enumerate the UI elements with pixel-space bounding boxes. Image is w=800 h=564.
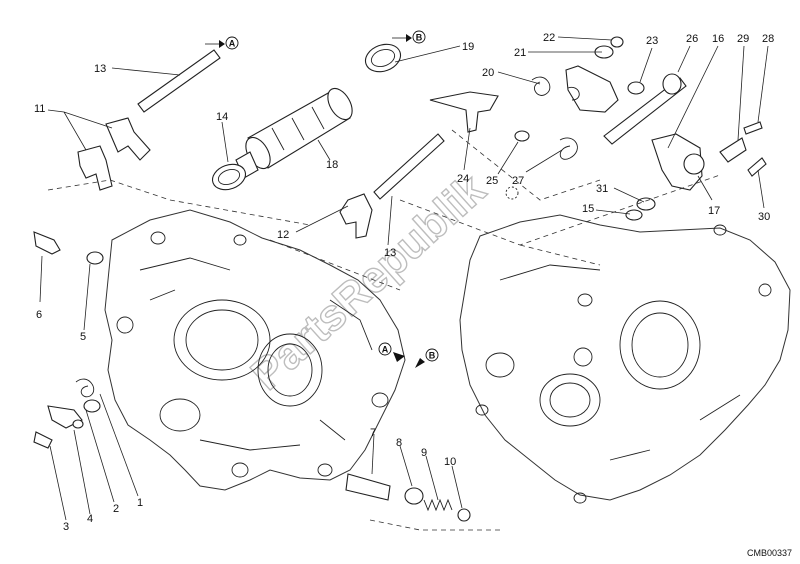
svg-text:B: B — [416, 33, 423, 43]
callout-26: 26 — [686, 33, 698, 45]
watermark: PartsRepublik — [242, 165, 495, 400]
selector-mechanism — [429, 36, 767, 221]
callout-23: 23 — [646, 35, 658, 47]
fork-rod-upper — [137, 49, 221, 113]
callout-13b: 13 — [384, 247, 396, 259]
callout-10: 10 — [444, 456, 456, 468]
callout-13a: 13 — [94, 63, 106, 75]
callout-11: 11 — [34, 103, 45, 115]
svg-text:A: A — [229, 39, 236, 49]
reference-mark-b-center: B — [415, 348, 439, 368]
callout-labels: 1 2 3 4 5 6 7 8 9 10 11 12 13 13 14 15 1… — [34, 32, 774, 533]
callout-20: 20 — [482, 67, 494, 79]
svg-text:B: B — [429, 351, 436, 361]
callout-9: 9 — [421, 447, 427, 459]
callout-28: 28 — [762, 33, 774, 45]
shift-drum-group — [211, 43, 402, 191]
bottom-center-parts — [345, 473, 471, 522]
callout-3: 3 — [63, 521, 69, 533]
callout-2: 2 — [113, 503, 119, 515]
reference-mark-a-center: A — [378, 342, 405, 362]
left-small-parts — [33, 231, 104, 449]
callout-15: 15 — [582, 203, 594, 215]
callout-24: 24 — [457, 173, 469, 185]
callout-19: 19 — [462, 41, 474, 53]
right-crankcase — [459, 214, 791, 504]
callout-6: 6 — [36, 309, 42, 321]
callout-17: 17 — [708, 205, 720, 217]
callout-7: 7 — [370, 427, 376, 439]
callout-27: 27 — [512, 175, 524, 187]
callout-31: 31 — [596, 183, 608, 195]
assembly-lines — [47, 129, 721, 531]
callout-21: 21 — [514, 47, 526, 59]
shift-fork-12 — [339, 193, 373, 239]
callout-22: 22 — [543, 32, 555, 44]
shift-forks-11 — [77, 117, 151, 191]
reference-mark-b-top: B — [392, 30, 426, 44]
reference-mark-a-top: A — [205, 36, 239, 50]
fork-rod-center — [373, 133, 445, 200]
callout-30: 30 — [758, 211, 770, 223]
svg-text:A: A — [382, 345, 389, 355]
leader-lines — [39, 36, 769, 521]
callout-12: 12 — [277, 229, 289, 241]
callout-29: 29 — [737, 33, 749, 45]
callout-4: 4 — [87, 513, 93, 525]
callout-25: 25 — [486, 175, 498, 187]
callout-5: 5 — [80, 331, 86, 343]
left-crankcase — [104, 209, 406, 491]
callout-18: 18 — [326, 159, 338, 171]
callout-8: 8 — [396, 437, 402, 449]
callout-16: 16 — [712, 33, 724, 45]
callout-14: 14 — [216, 111, 228, 123]
callout-1: 1 — [137, 497, 143, 509]
drawing-code: CMB00337 — [747, 548, 792, 558]
